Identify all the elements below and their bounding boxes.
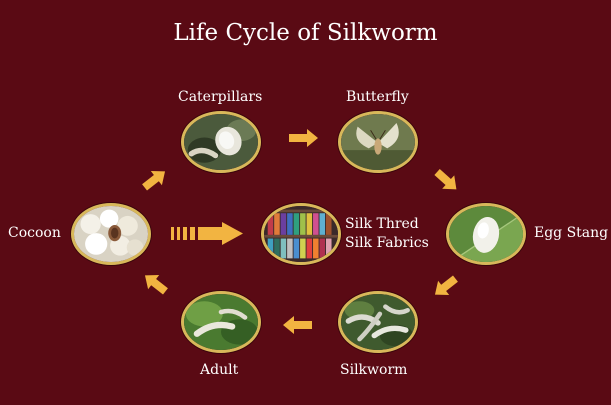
node-caterpillars bbox=[181, 111, 261, 173]
label-silkworm: Silkworm bbox=[340, 362, 408, 378]
arrow-silkworm-to-adult bbox=[283, 316, 312, 334]
arrow-adult-to-cocoon bbox=[144, 275, 168, 295]
label-adult: Adult bbox=[200, 362, 239, 378]
arrow-cocoon-to-silk bbox=[171, 222, 243, 245]
silk-spools-image bbox=[264, 206, 338, 262]
arrow-caterpillars-to-butterfly bbox=[289, 129, 318, 147]
label-silk-thred: Silk Thred bbox=[345, 216, 419, 232]
arrow-egg-to-silkworm bbox=[434, 275, 458, 295]
adult-image bbox=[184, 294, 258, 350]
node-silkworm bbox=[338, 291, 418, 353]
arrow-cocoon-to-caterpillars bbox=[142, 171, 166, 191]
node-butterfly bbox=[338, 111, 418, 173]
node-adult bbox=[181, 291, 261, 353]
egg-stang-image bbox=[449, 206, 523, 262]
arrow-butterfly-to-egg bbox=[434, 168, 457, 190]
label-butterfly: Butterfly bbox=[346, 89, 409, 105]
label-cocoon: Cocoon bbox=[8, 225, 61, 241]
label-egg-stang: Egg Stang bbox=[534, 225, 609, 241]
caterpillars-image bbox=[184, 114, 258, 170]
diagram-title: Life Cycle of Silkworm bbox=[173, 20, 438, 46]
silkworm-image bbox=[341, 294, 415, 350]
cocoon-image bbox=[74, 206, 148, 262]
label-silk-fabrics: Silk Fabrics bbox=[345, 235, 429, 251]
butterfly-image bbox=[341, 114, 415, 170]
node-egg-stang bbox=[446, 203, 526, 265]
node-cocoon bbox=[71, 203, 151, 265]
node-silk bbox=[261, 203, 341, 265]
label-caterpillars: Caterpillars bbox=[178, 89, 263, 105]
